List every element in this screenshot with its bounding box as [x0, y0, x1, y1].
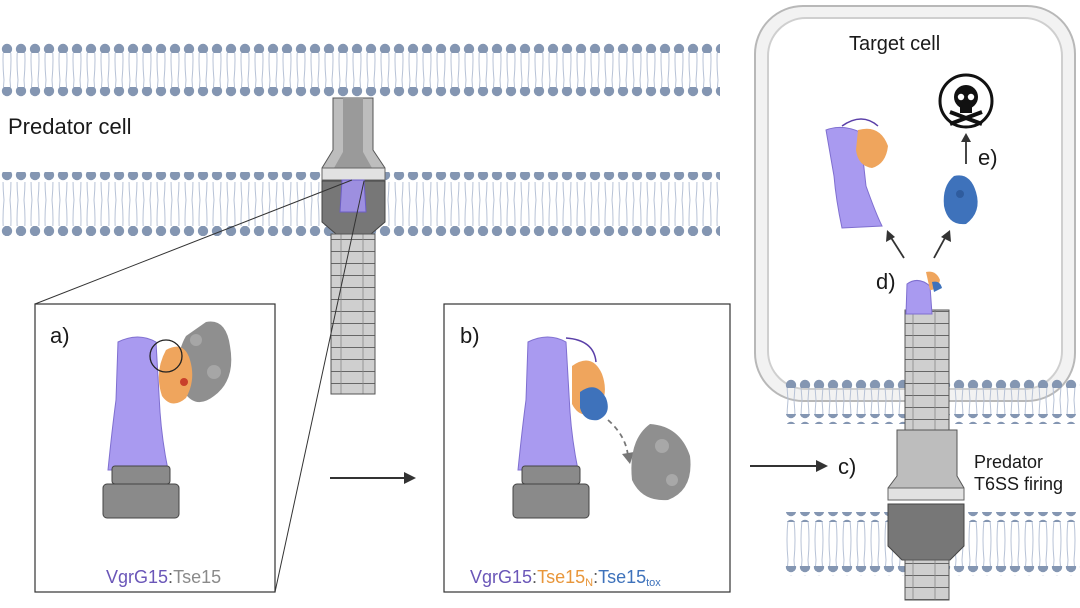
caption-b-tse15n: Tse15N: [537, 567, 594, 589]
caption-b: VgrG15:Tse15N:Tse15tox: [470, 567, 661, 589]
step-c-label: c): [838, 454, 857, 479]
arrow-icon: [961, 133, 971, 164]
caption-b-tse15tox-text: Tse15: [598, 567, 647, 587]
firing-label-line1: Predator: [974, 452, 1044, 472]
t6ss-apparatus-central: [321, 97, 386, 395]
firing-label: Predator T6SS firing: [974, 452, 1080, 495]
panel-a-complex: [102, 321, 232, 519]
caption-a-vgrg: VgrG15: [106, 567, 169, 587]
caption-b-sub-n: N: [585, 577, 594, 589]
caption-b-vgrg: VgrG15: [470, 567, 533, 587]
arrow-icon: [933, 230, 951, 259]
caption-b-tse15tox: Tse15tox: [598, 567, 661, 589]
released-tse15-tox: [943, 175, 978, 225]
caption-b-sep2: :: [593, 567, 599, 587]
arrow-icon: [330, 472, 416, 484]
caption-a: VgrG15:Tse15: [106, 567, 221, 588]
firing-label-line2: T6SS firing: [974, 473, 1064, 494]
caption-b-sep1: :: [532, 567, 538, 587]
panel-b-label: b): [460, 323, 480, 348]
released-vgrg-tse15n: [825, 118, 888, 229]
predator-outer-membrane: [0, 43, 720, 97]
caption-b-sub-tox: tox: [646, 577, 661, 589]
panel-b-complex: [512, 336, 691, 519]
panel-a-label: a): [50, 323, 70, 348]
step-d-label: d): [876, 269, 896, 294]
target-cell-label: Target cell: [849, 33, 941, 55]
step-e-label: e): [978, 145, 998, 170]
skull-icon: [938, 73, 994, 129]
caption-a-sep: :: [168, 567, 174, 587]
caption-a-tse15: Tse15: [173, 567, 222, 587]
panel-b-box: [443, 303, 731, 593]
arrow-icon: [886, 230, 905, 259]
t6ss-apparatus-firing: [887, 271, 965, 601]
arrow-icon: [750, 460, 828, 472]
predator-cell-label: Predator cell: [8, 114, 132, 139]
caption-b-tse15n-text: Tse15: [537, 567, 586, 587]
